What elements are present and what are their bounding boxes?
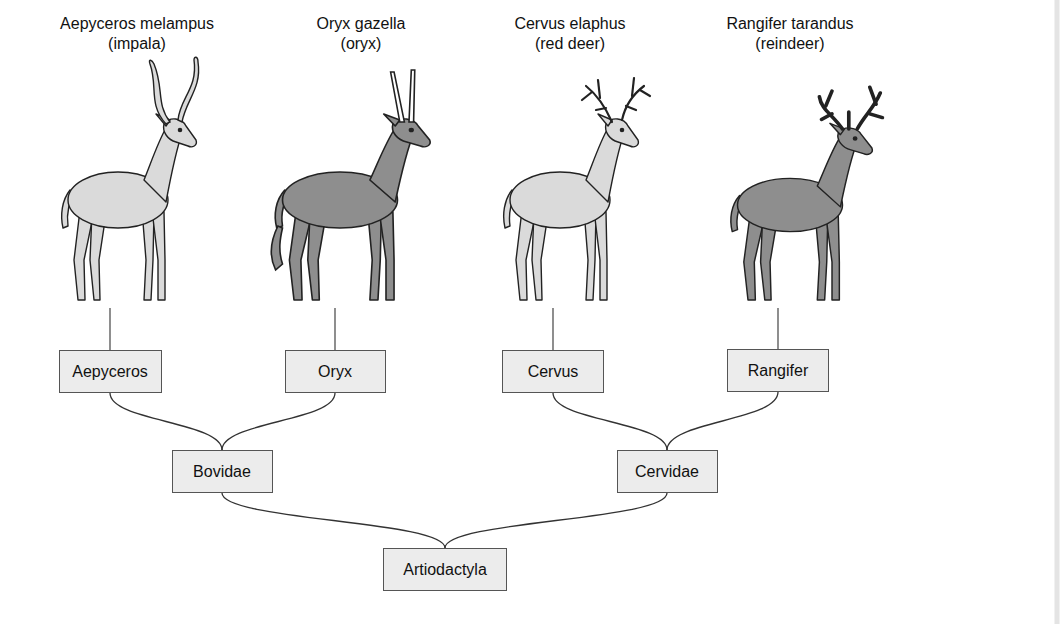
tree-branch bbox=[222, 493, 445, 548]
tree-branch bbox=[110, 393, 222, 450]
taxon-name: Cervidae bbox=[635, 463, 699, 481]
taxon-box: Rangifer bbox=[727, 349, 829, 392]
edge-strip bbox=[1055, 0, 1060, 624]
taxon-name: Oryx bbox=[318, 363, 352, 381]
taxon-name: Artiodactyla bbox=[403, 561, 487, 579]
tree-branch bbox=[222, 393, 335, 450]
taxon-box: Artiodactyla bbox=[383, 548, 507, 591]
taxon-name: Aepyceros bbox=[72, 363, 148, 381]
species-label: Oryx gazella (oryx) bbox=[305, 14, 417, 54]
taxon-name: Rangifer bbox=[748, 362, 808, 380]
leader-lines bbox=[110, 308, 778, 350]
taxon-box: Oryx bbox=[285, 350, 386, 393]
tree-branch bbox=[445, 493, 667, 548]
taxon-box: Cervus bbox=[502, 350, 604, 393]
taxon-box: Aepyceros bbox=[59, 350, 162, 393]
species-label: Cervus elaphus (red deer) bbox=[504, 14, 636, 54]
species-label: Rangifer tarandus (reindeer) bbox=[714, 14, 866, 54]
tree-branch bbox=[553, 393, 667, 450]
taxon-box: Bovidae bbox=[172, 450, 273, 493]
taxon-name: Cervus bbox=[528, 363, 579, 381]
species-label: Aepyceros melampus (impala) bbox=[51, 14, 223, 54]
taxon-name: Bovidae bbox=[193, 463, 251, 481]
tree-branch bbox=[667, 392, 778, 450]
taxon-box: Cervidae bbox=[617, 450, 718, 493]
